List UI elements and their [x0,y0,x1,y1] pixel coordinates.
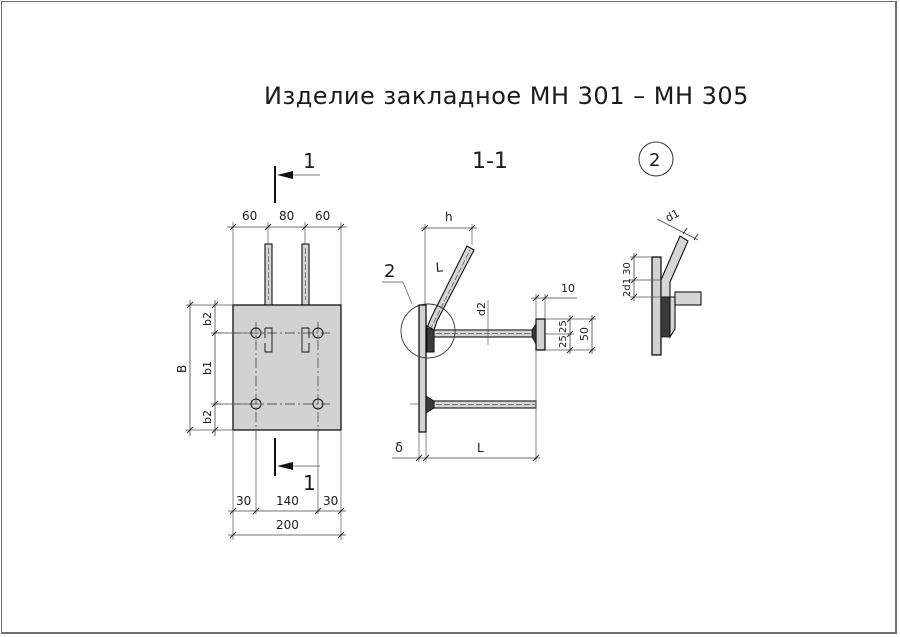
svg-text:25: 25 [558,335,569,348]
section-mark-top: 1 [274,149,320,203]
bottom-dimension-chain: 30 140 30 200 [228,494,346,539]
stud-circle [312,398,324,410]
detail-callout-circle [400,303,456,359]
top-dimension-chain: 60 80 60 [227,209,347,305]
svg-text:30: 30 [323,494,338,508]
svg-text:140: 140 [276,494,299,508]
embed-plate [232,304,342,431]
left-dimension-chain: B b2 b1 b2 [175,300,250,436]
bent-anchor [426,245,475,331]
plate-section [418,304,427,433]
detail-stud [674,291,702,306]
svg-text:B: B [175,365,189,373]
svg-text:25: 25 [558,320,569,333]
stud-circle [250,327,262,339]
svg-text:b1: b1 [201,361,214,375]
svg-text:60: 60 [242,209,257,223]
svg-text:2: 2 [384,261,395,282]
stud-circle [312,327,324,339]
svg-text:d2: d2 [475,302,488,316]
svg-text:30: 30 [622,262,633,275]
drawing-title: Изделие закладное МН 301 – МН 305 [264,82,749,110]
section-view: 1-1 h L d2 10 [382,149,596,462]
detail-bent-bar [660,235,689,298]
svg-text:2d1: 2d1 [622,278,633,297]
stud-circle [250,398,262,410]
svg-text:b2: b2 [201,410,214,424]
svg-text:d1: d1 [663,207,681,225]
end-plate [535,318,546,351]
plan-view: 1 60 80 60 [175,149,347,540]
svg-text:h: h [445,210,453,224]
svg-text:30: 30 [236,494,251,508]
svg-text:δ: δ [395,441,403,456]
svg-text:80: 80 [279,209,294,223]
svg-text:1: 1 [303,471,316,495]
section-label: 1-1 [472,149,508,174]
svg-text:50: 50 [578,327,591,341]
svg-text:2: 2 [649,150,660,171]
detail-plate [651,256,662,356]
detail-label-circle [638,141,674,177]
section-mark-bottom: 1 [274,438,320,495]
svg-text:1: 1 [303,149,316,173]
detail-view: 2 d1 30 2d1 [622,141,702,356]
svg-text:L: L [477,441,484,455]
svg-text:200: 200 [276,518,299,532]
svg-text:L: L [435,260,444,276]
svg-text:60: 60 [315,209,330,223]
svg-text:b2: b2 [201,312,214,326]
svg-text:10: 10 [561,282,575,295]
